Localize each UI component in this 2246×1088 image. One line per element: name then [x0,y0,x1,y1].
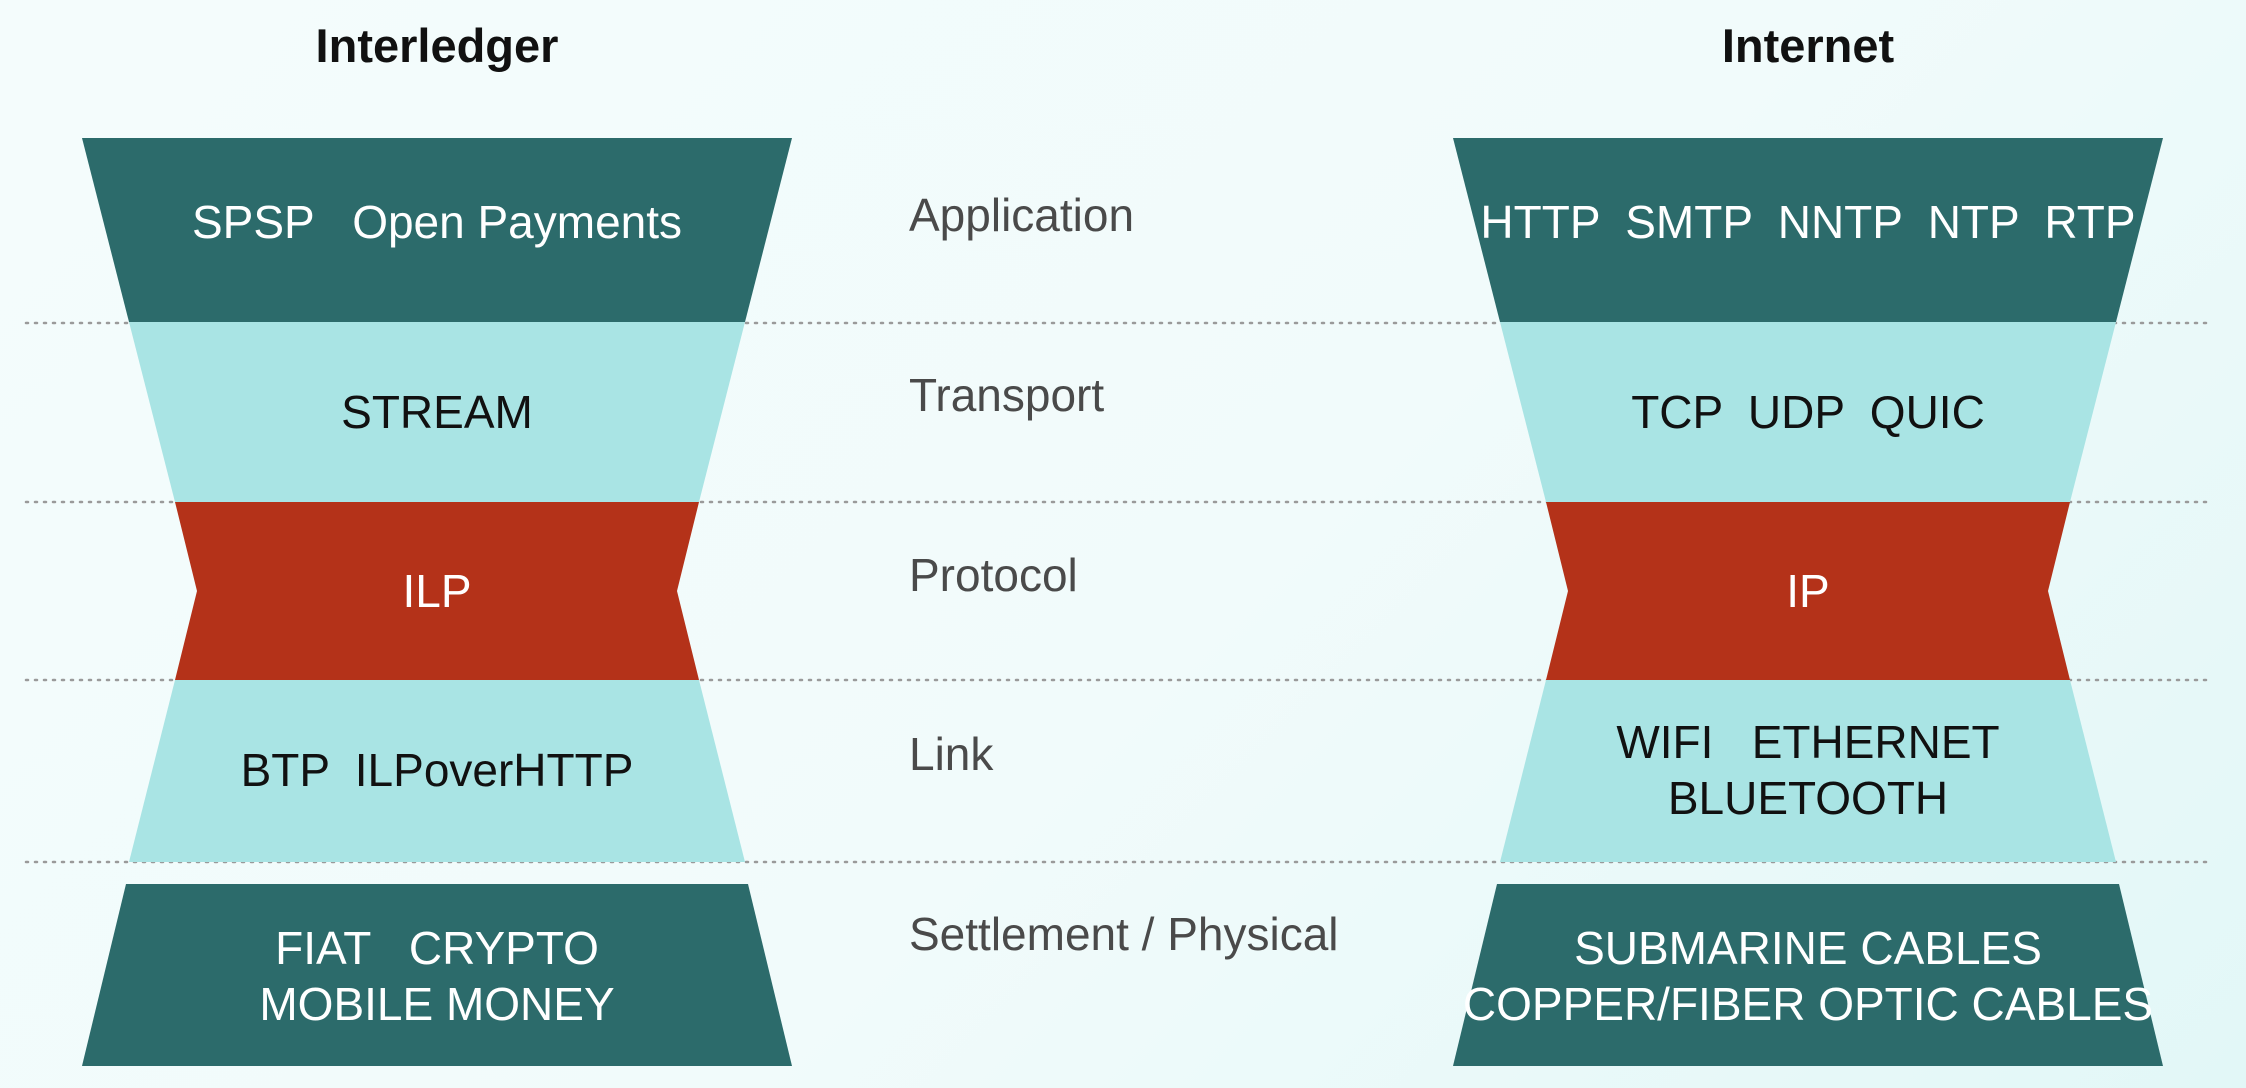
protocol-band [129,322,745,502]
protocol-band [1546,502,2070,680]
band-label: HTTP SMTP NNTP NTP RTP [1458,194,2158,250]
layer-name: Protocol [909,549,1078,601]
protocol-band [1500,322,2116,502]
band-label-line: TCP UDP QUIC [1631,386,1985,438]
band-label-line: WIFI ETHERNET [1616,716,2000,768]
band-label-line: SPSP Open Payments [191,196,683,248]
band-label: IP [1458,563,2158,619]
layer-name: Link [909,728,994,780]
protocol-band [1453,884,2163,1066]
band-label: ILP [87,563,787,619]
protocol-band [1453,138,2163,322]
band-label: STREAM [87,384,787,440]
protocol-band [82,884,792,1066]
band-label-line: HTTP SMTP NNTP NTP RTP [1480,196,2136,248]
band-label-line: COPPER/FIBER OPTIC CABLES [1462,978,2154,1030]
band-label: TCP UDP QUIC [1458,384,2158,440]
band-label-line: FIAT CRYPTO [275,922,599,974]
band-label-line: ILP [402,565,472,617]
stack-title: Internet [1721,19,1895,72]
layer-name: Application [909,189,1135,241]
stack-title: Interledger [315,19,559,72]
band-label-line: SUBMARINE CABLES [1574,922,2042,974]
band-label-line: MOBILE MONEY [259,978,615,1030]
band-label: SPSP Open Payments [87,194,787,250]
band-label-line: BTP ILPoverHTTP [240,744,634,796]
layer-name: Transport [909,369,1105,421]
band-label-line: BLUETOOTH [1667,772,1949,824]
band-label-line: IP [1786,565,1830,617]
band-label: BTP ILPoverHTTP [87,742,787,798]
protocol-band [82,138,792,322]
protocol-band [129,680,745,862]
layer-name: Settlement / Physical [909,908,1339,960]
protocol-band [1500,680,2116,862]
protocol-band [175,502,699,680]
band-label-line: STREAM [341,386,533,438]
